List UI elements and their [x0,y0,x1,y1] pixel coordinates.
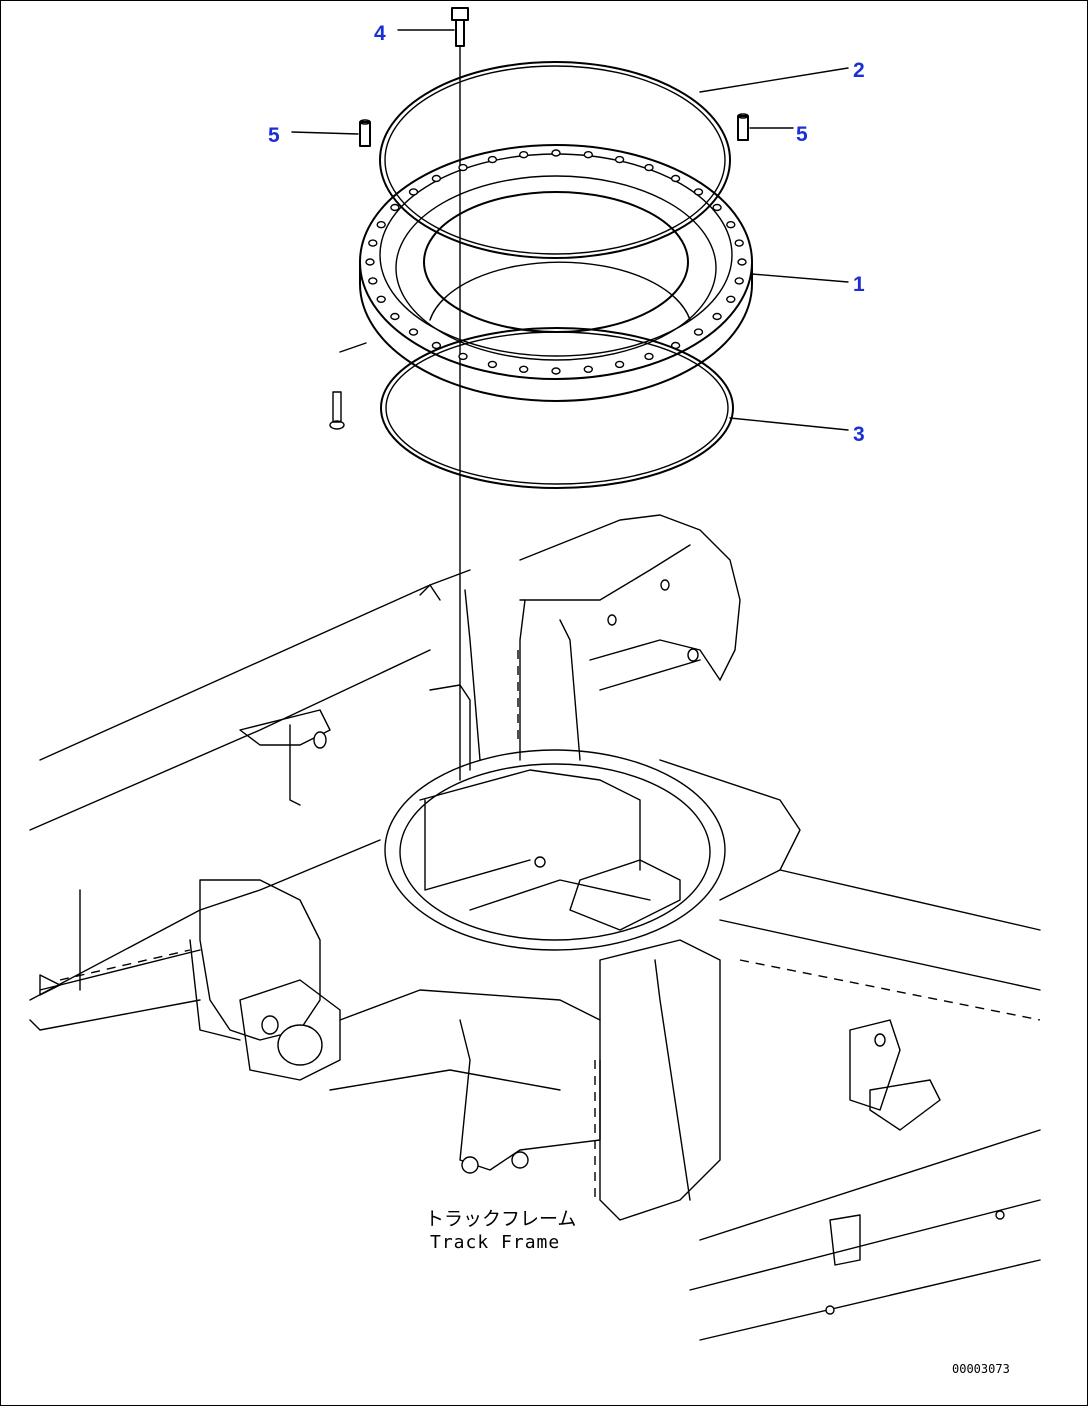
part-2-upper-ring[interactable] [379,61,731,259]
drawing-code: 00003073 [952,1362,1010,1376]
bolt-hole [737,258,747,266]
bolt-hole [458,352,468,361]
bolt-hole [519,365,529,373]
callout-5-left[interactable]: 5 [268,124,280,147]
bolt-hole [734,239,744,247]
callout-2[interactable]: 2 [853,59,865,82]
stud-bolt-left [329,391,345,430]
bolt-hole [670,174,681,183]
bolt-hole [376,295,386,303]
part-3-lower-ring[interactable] [380,327,734,489]
callout-5-right[interactable]: 5 [796,123,808,146]
bolt-hole [551,149,561,157]
callout-3[interactable]: 3 [853,423,865,446]
bolt-hole [431,341,442,350]
bolt-hole [487,360,498,369]
bolt-hole [644,352,654,361]
callout-1[interactable]: 1 [853,273,865,296]
bolt-hole [583,365,593,373]
bolt-hole [712,312,722,321]
bolt-hole [390,312,400,321]
bolt-hole [726,220,736,229]
bolt-hole [390,203,400,212]
bolt-hole [614,155,625,164]
bolt-hole [551,367,561,375]
bolt-hole [583,150,593,159]
bolt-hole [408,188,419,196]
bolt-hole [693,188,704,196]
bolt-hole [726,295,736,303]
bolt-hole [487,155,498,164]
bolt-hole [408,328,419,336]
bolt-hole [458,163,468,172]
callout-4[interactable]: 4 [374,22,386,45]
bolt-hole [376,220,386,229]
bolt-hole [693,328,704,336]
bolt-hole [431,174,442,183]
bolt-hole [712,203,722,212]
part-5-dowel-pin-right[interactable] [737,113,749,141]
track-frame-structure [29,514,1041,1341]
bolt-hole [368,239,378,247]
leader-lines [291,29,849,431]
bolt-hole [368,277,378,285]
part-4-bolt[interactable] [451,7,469,781]
bolt-hole [519,150,529,159]
track-frame-label-en: Track Frame [430,1232,560,1253]
track-frame-label-jp: トラックフレーム [425,1208,576,1230]
bolt-hole [365,258,375,266]
bolt-hole [644,163,654,172]
bolt-hole [614,360,625,369]
bolt-hole [734,277,744,285]
part-5-dowel-pin-left[interactable] [359,119,371,147]
